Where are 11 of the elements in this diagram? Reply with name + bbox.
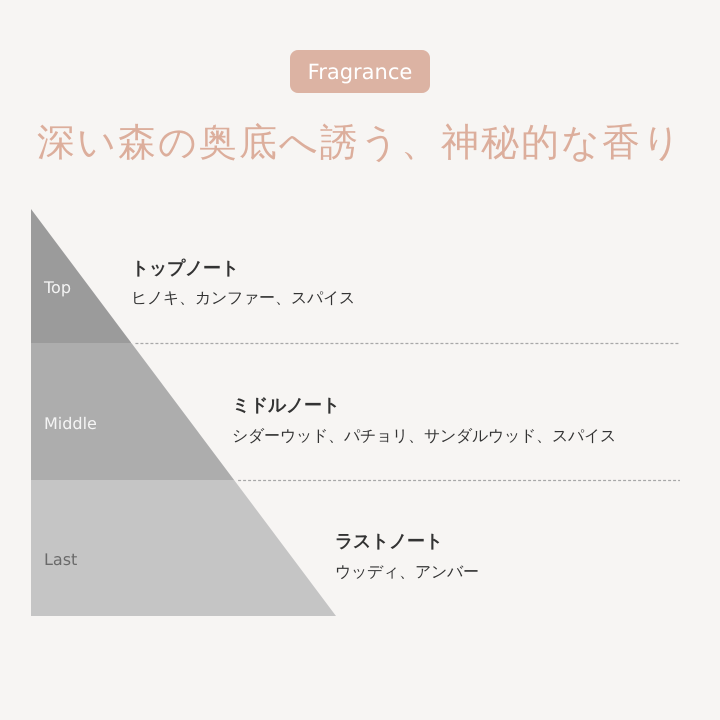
layer-label: Last (44, 550, 78, 569)
note-heading: ラストノート (335, 530, 443, 553)
note-description: ヒノキ、カンファー、スパイス (131, 288, 355, 309)
title: 深い森の奥底へ誘う、神秘的な香り (36, 119, 684, 166)
layer-label: Middle (44, 414, 97, 432)
note-description: シダーウッド、パチョリ、サンダルウッド、スパイス (232, 426, 616, 447)
layer-label: Top (44, 278, 71, 297)
tag-pill: Fragrance (290, 50, 430, 93)
note-heading: ミドルノート (232, 394, 340, 417)
note-heading: トップノート (131, 257, 239, 280)
note-description: ウッディ、アンバー (335, 562, 479, 583)
